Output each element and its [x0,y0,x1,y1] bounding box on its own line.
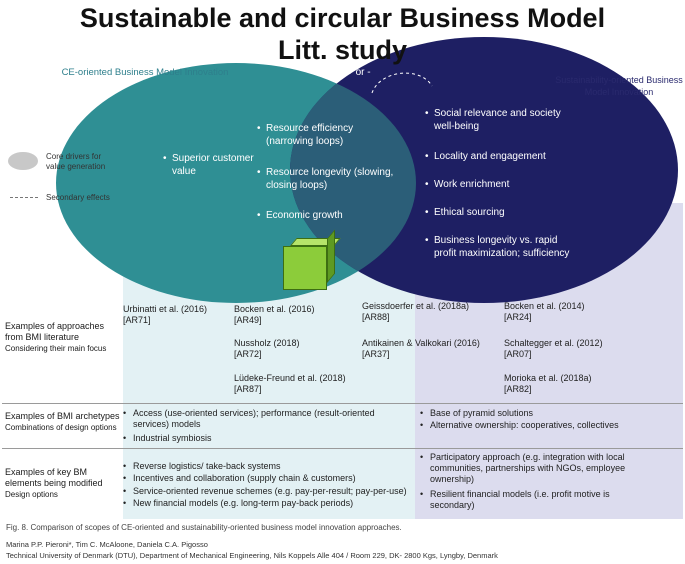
row-divider [2,448,683,449]
authors: Marina P.P. Pieroni*, Tim C. McAloone, D… [6,540,208,549]
reference-item: Bocken et al. (2016)[AR49] [234,304,315,325]
bm-element-item: Participatory approach (e.g. integration… [420,452,630,485]
overlap-item: Resource efficiency (narrowing loops) [257,122,386,148]
secondary-effects-legend-text: Secondary effects [46,193,110,202]
archetypes-row-sublabel: Combinations of design options [5,423,117,432]
bm-element-item: Resilient financial models (i.e. profit … [420,489,620,511]
reference-item: Bocken et al. (2014)[AR24] [504,301,585,322]
right-only-item: Business longevity vs. rapid profit maxi… [425,234,574,260]
reference-item: Nussholz (2018)[AR72] [234,338,300,359]
figure-caption: Fig. 8. Comparison of scopes of CE-orien… [6,523,402,532]
ce-oriented-label: CE-oriented Business Model Innovation [61,67,229,78]
reference-item: Morioka et al. (2018a)[AR82] [504,373,592,394]
reference-item: Urbinatti et al. (2016)[AR71] [123,304,208,325]
approaches-row-label: Examples of approaches from BMI literatu… [5,321,107,353]
affiliation: Technical University of Denmark (DTU), D… [6,551,498,560]
approaches-row-sublabel: Considering their main focus [5,344,107,353]
archetype-item: Base of pyramid solutions [420,408,680,419]
reference-item: Lüdeke-Freund et al. (2018)[AR87] [234,373,346,394]
archetype-item: Access (use-oriented services); performa… [123,408,408,430]
overlap-item: Resource longevity (slowing, closing loo… [257,166,401,192]
core-drivers-legend-text: Core drivers for value generation [46,152,106,171]
bm-element-item: Incentives and collaboration (supply cha… [123,473,415,484]
right-only-item: Work enrichment [425,178,574,191]
reference-item: Schaltegger et al. (2012)[AR07] [504,338,603,359]
bm-element-item: Service-oriented revenue schemes (e.g. p… [123,486,415,497]
elements-row-sublabel: Design options [5,490,58,499]
bm-element-item: New financial models (e.g. long-term pay… [123,498,415,509]
right-only-item: Social relevance and society well-being [425,107,574,133]
bm-element-item: Reverse logistics/ take-back systems [123,461,415,472]
archetypes-row-label: Examples of BMI archetypes Combinations … [5,411,120,432]
elements-row-label: Examples of key BM elements being modifi… [5,467,103,499]
row-divider [2,403,683,404]
archetype-item: Industrial symbiosis [123,433,408,444]
secondary-effects-legend-icon [10,197,38,198]
reference-item: Antikainen & Valkokari (2016)[AR37] [362,338,480,359]
reference-item: Geissdoerfer et al. (2018a)[AR88] [362,301,470,322]
archetype-item: Alternative ownership: cooperatives, col… [420,420,620,431]
secondary-effect-arc [371,72,433,94]
right-only-item: Ethical sourcing [425,206,574,219]
sustainability-oriented-label: Sustainability-oriented Business Model I… [555,75,683,97]
cube-icon [283,246,327,290]
right-only-item: Locality and engagement [425,150,574,163]
core-drivers-legend-icon [8,152,38,170]
page-title: Sustainable and circular Business Model [79,3,606,33]
left-only-item: Superior customer value [163,152,257,178]
page-subtitle: Litt. study [278,35,407,65]
overlap-item: Economic growth [257,209,386,222]
plus-or-minus-label: + or - [347,67,371,78]
